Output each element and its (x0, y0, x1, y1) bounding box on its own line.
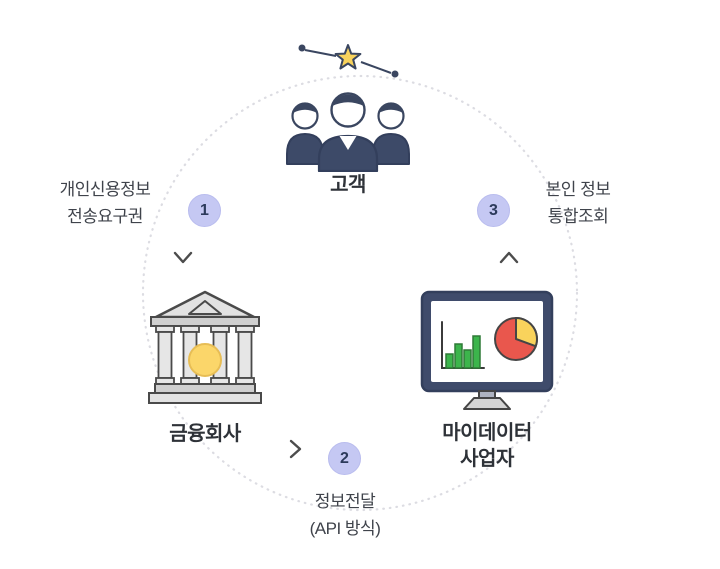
financial-company-label: 금융회사 (169, 423, 241, 445)
step1-description: 개인신용정보 전송요구권 (35, 176, 175, 230)
arrow-down-icon (173, 251, 193, 264)
mydata-provider-label-line1: 마이데이터 (442, 422, 532, 444)
mydata-provider-label-line2: 사업자 (460, 448, 514, 470)
customer-label: 고객 (330, 174, 366, 196)
customers-icon (286, 44, 410, 172)
step1-line1: 개인신용정보 (59, 180, 151, 199)
monitor-chart-icon (420, 290, 554, 410)
step2-description: 정보전달 (API 방식) (275, 488, 415, 542)
coin-icon (188, 343, 222, 377)
arrow-right-icon (289, 439, 302, 459)
step3-badge: 3 (477, 194, 510, 227)
step3-line1: 본인 정보 (545, 180, 611, 199)
mydata-provider-label: 마이데이터 사업자 (417, 420, 557, 472)
step1-line2: 전송요구권 (67, 207, 143, 227)
arrow-up-icon (499, 251, 519, 264)
bar-chart-icon (441, 321, 485, 369)
step1-badge: 1 (188, 194, 221, 227)
star-icon (334, 44, 362, 70)
step2-line2: (API 방식) (309, 519, 381, 539)
pie-chart-icon (494, 317, 538, 361)
step2-badge: 2 (328, 442, 361, 475)
step3-description: 본인 정보 통합조회 (508, 176, 648, 230)
step2-line1: 정보전달 (314, 492, 376, 511)
step3-line2: 통합조회 (547, 207, 609, 227)
bank-icon (148, 290, 262, 404)
